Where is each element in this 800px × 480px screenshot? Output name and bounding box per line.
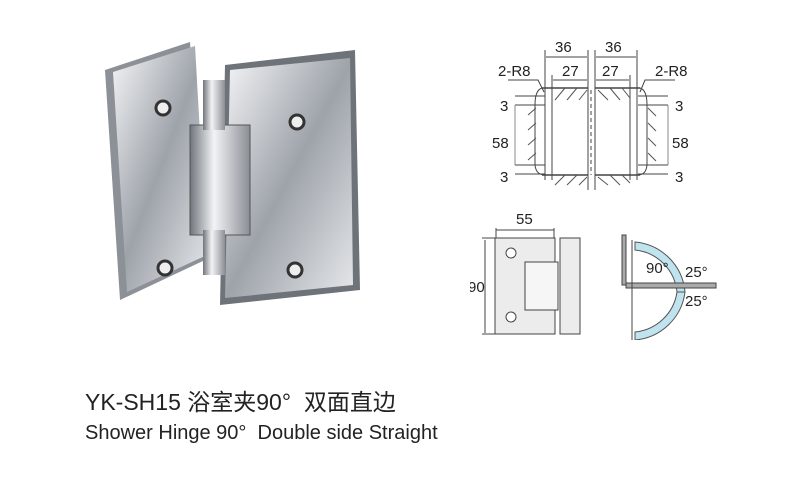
side-angle-lower: 25° <box>685 293 708 310</box>
dim-height-left: 58 <box>492 135 509 152</box>
dim-top-gap-left: 3 <box>500 98 508 115</box>
dim-front-width: 55 <box>516 211 533 228</box>
dim-front-height: 90 <box>470 279 485 296</box>
dim-bottom-gap-right: 3 <box>675 169 683 186</box>
side-view-drawing: 90° 25° 25° <box>621 234 717 340</box>
dim-bottom-gap-left: 3 <box>500 169 508 186</box>
dim-radius-left: 2-R8 <box>498 63 531 80</box>
dim-inner-right: 27 <box>602 63 619 80</box>
front-view-drawing: 55 90 <box>470 211 581 335</box>
side-angle-main: 90° <box>646 260 669 277</box>
dim-outer-left: 36 <box>555 39 572 56</box>
dim-radius-right: 2-R8 <box>655 63 688 80</box>
product-subtitle: Shower Hinge 90° Double side Straight <box>85 422 438 444</box>
dim-top-gap-right: 3 <box>675 98 683 115</box>
section-drawing: 36 36 27 27 2-R8 2-R8 3 3 58 58 3 3 <box>492 39 689 190</box>
side-angle-upper: 25° <box>685 264 708 281</box>
product-title: YK-SH15 浴室夹90° 双面直边 <box>85 389 396 415</box>
dim-inner-left: 27 <box>562 63 579 80</box>
dim-height-right: 58 <box>672 135 689 152</box>
hinge-photo <box>105 42 360 305</box>
dim-outer-right: 36 <box>605 39 622 56</box>
